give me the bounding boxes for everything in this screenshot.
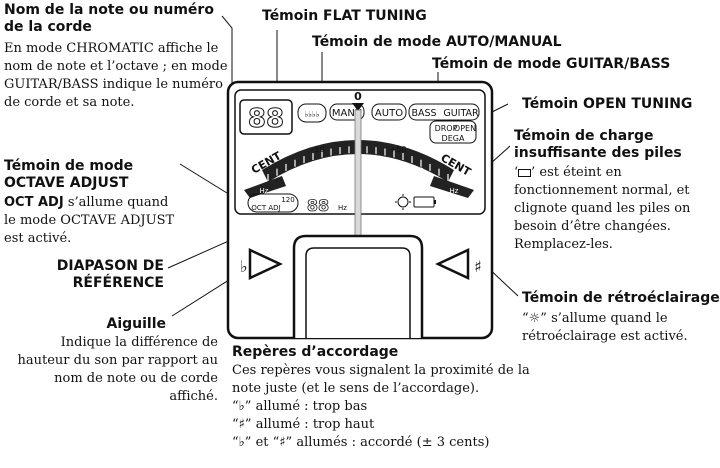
backlight-icon: [397, 196, 409, 208]
auto-indicator: [371, 103, 407, 121]
oct-adj-indicator: [247, 193, 299, 213]
battery-tip: [434, 200, 436, 204]
scale-band: [262, 140, 454, 182]
needle-desc: Indique la différence de hauteur du son …: [17, 335, 218, 404]
oct-adj-label: OCT ADJ: [251, 204, 280, 212]
battery-desc: ‘’ est éteint en fonctionnement normal, …: [514, 164, 718, 254]
backlight-inline-icon: “☼”: [522, 311, 547, 326]
guitar-bass-title: Témoin de mode GUITAR/BASS: [432, 56, 671, 72]
hz-right-label: Hz: [450, 187, 459, 195]
hz-left-label: Hz: [260, 187, 269, 195]
minus50-label: -50: [311, 145, 324, 154]
ref-digits: 88: [307, 196, 329, 215]
plus50-label: +50: [390, 145, 407, 154]
zero-label: 0: [354, 90, 362, 103]
note-name-desc: En mode CHROMATIC affiche le nom de note…: [4, 41, 228, 110]
clip-inner: [305, 247, 411, 338]
bass-text: BASS: [411, 108, 436, 119]
flat-sign: ♭: [240, 257, 248, 276]
marks-l3-end: allumés : accordé (± 3 cents): [296, 435, 490, 450]
sharp-triangle: [435, 248, 470, 280]
n120-label: 120: [281, 196, 294, 204]
note-digits: 88: [248, 104, 284, 134]
drop-text: DROP: [435, 124, 458, 133]
flat-tuning-text: ♭♭♭♭: [304, 110, 319, 119]
ref-hz-label: Hz: [338, 204, 347, 212]
auto-text: AUTO: [375, 108, 403, 119]
flat-quote: “♭”: [232, 399, 256, 414]
manu-text: MANU: [332, 108, 362, 119]
flat-tuning-indicator: [297, 103, 327, 123]
octave-adjust-desc: OCT ADJ s’allume quand le mode OCTAVE AD…: [4, 194, 180, 248]
digit-box: [239, 99, 293, 135]
marks-line-sharp: “♯” allumé : trop haut: [232, 416, 374, 434]
marks-title: Repères d’accordage: [232, 344, 399, 360]
guitar-bass-indicator: [408, 103, 480, 121]
marks-l1: allumé : trop bas: [255, 399, 368, 414]
zero-marker: [352, 103, 364, 111]
marks-l3-mid: et: [255, 435, 269, 450]
octave-adjust-title: Témoin de mode OCTAVE ADJUST: [4, 158, 134, 191]
sharp-sign: ♯: [474, 257, 482, 276]
needle-title: Aiguille: [106, 316, 166, 332]
backlight-rays: [395, 194, 411, 210]
sharp-quote-2: “♯”: [268, 435, 297, 450]
plus10-label: +10: [404, 167, 424, 177]
clip-outer: [292, 234, 424, 338]
oct-adj-bold: OCT ADJ: [4, 195, 64, 210]
diapason-title: DIAPASON DE RÉFÉRENCE: [56, 258, 164, 291]
backlight-desc-text: s’allume quand le rétroéclairage est act…: [522, 311, 688, 344]
minus10-label: -10: [294, 167, 310, 177]
backlight-desc: “☼” s’allume quand le rétroéclairage est…: [522, 310, 718, 346]
flat-quote-2: “♭”: [232, 435, 256, 450]
dega-text: DEGA: [442, 134, 465, 143]
manual-indicator: [329, 103, 365, 121]
hz-right-band: [430, 176, 474, 198]
hz-left-band: [244, 176, 286, 198]
marks-l2: allumé : trop haut: [255, 417, 375, 432]
guitar-text: GUITAR: [443, 108, 479, 119]
scale-ticks: [267, 146, 449, 181]
battery-title: Témoin de charge insuffisante des piles: [514, 128, 682, 161]
marks-desc: Ces repères vous signalent la proximité …: [232, 363, 530, 396]
battery-inline-icon: ‘’: [514, 165, 536, 180]
note-name-title: Nom de la note ou numéro de la corde: [4, 2, 214, 35]
flat-triangle: [248, 248, 283, 280]
open-tuning-indicator: [429, 120, 477, 144]
open-tuning-title: Témoin OPEN TUNING: [522, 96, 693, 112]
backlight-title: Témoin de rétroéclairage: [522, 290, 720, 306]
flat-tuning-title: Témoin FLAT TUNING: [262, 8, 427, 24]
battery-desc-text: est éteint en fonctionnement normal, et …: [514, 165, 691, 252]
marks-line-flat: “♭” allumé : trop bas: [232, 398, 367, 416]
open-text: OPEN: [454, 124, 476, 133]
octave-adjust-desc-text: s’allume quand le mode OCTAVE ADJUST est…: [4, 195, 175, 246]
auto-manual-title: Témoin de mode AUTO/MANUAL: [312, 34, 562, 50]
needle: [354, 109, 362, 251]
marks-line-tuned: “♭” et “♯” allumés : accordé (± 3 cents): [232, 434, 489, 452]
sharp-quote: “♯”: [232, 417, 256, 432]
